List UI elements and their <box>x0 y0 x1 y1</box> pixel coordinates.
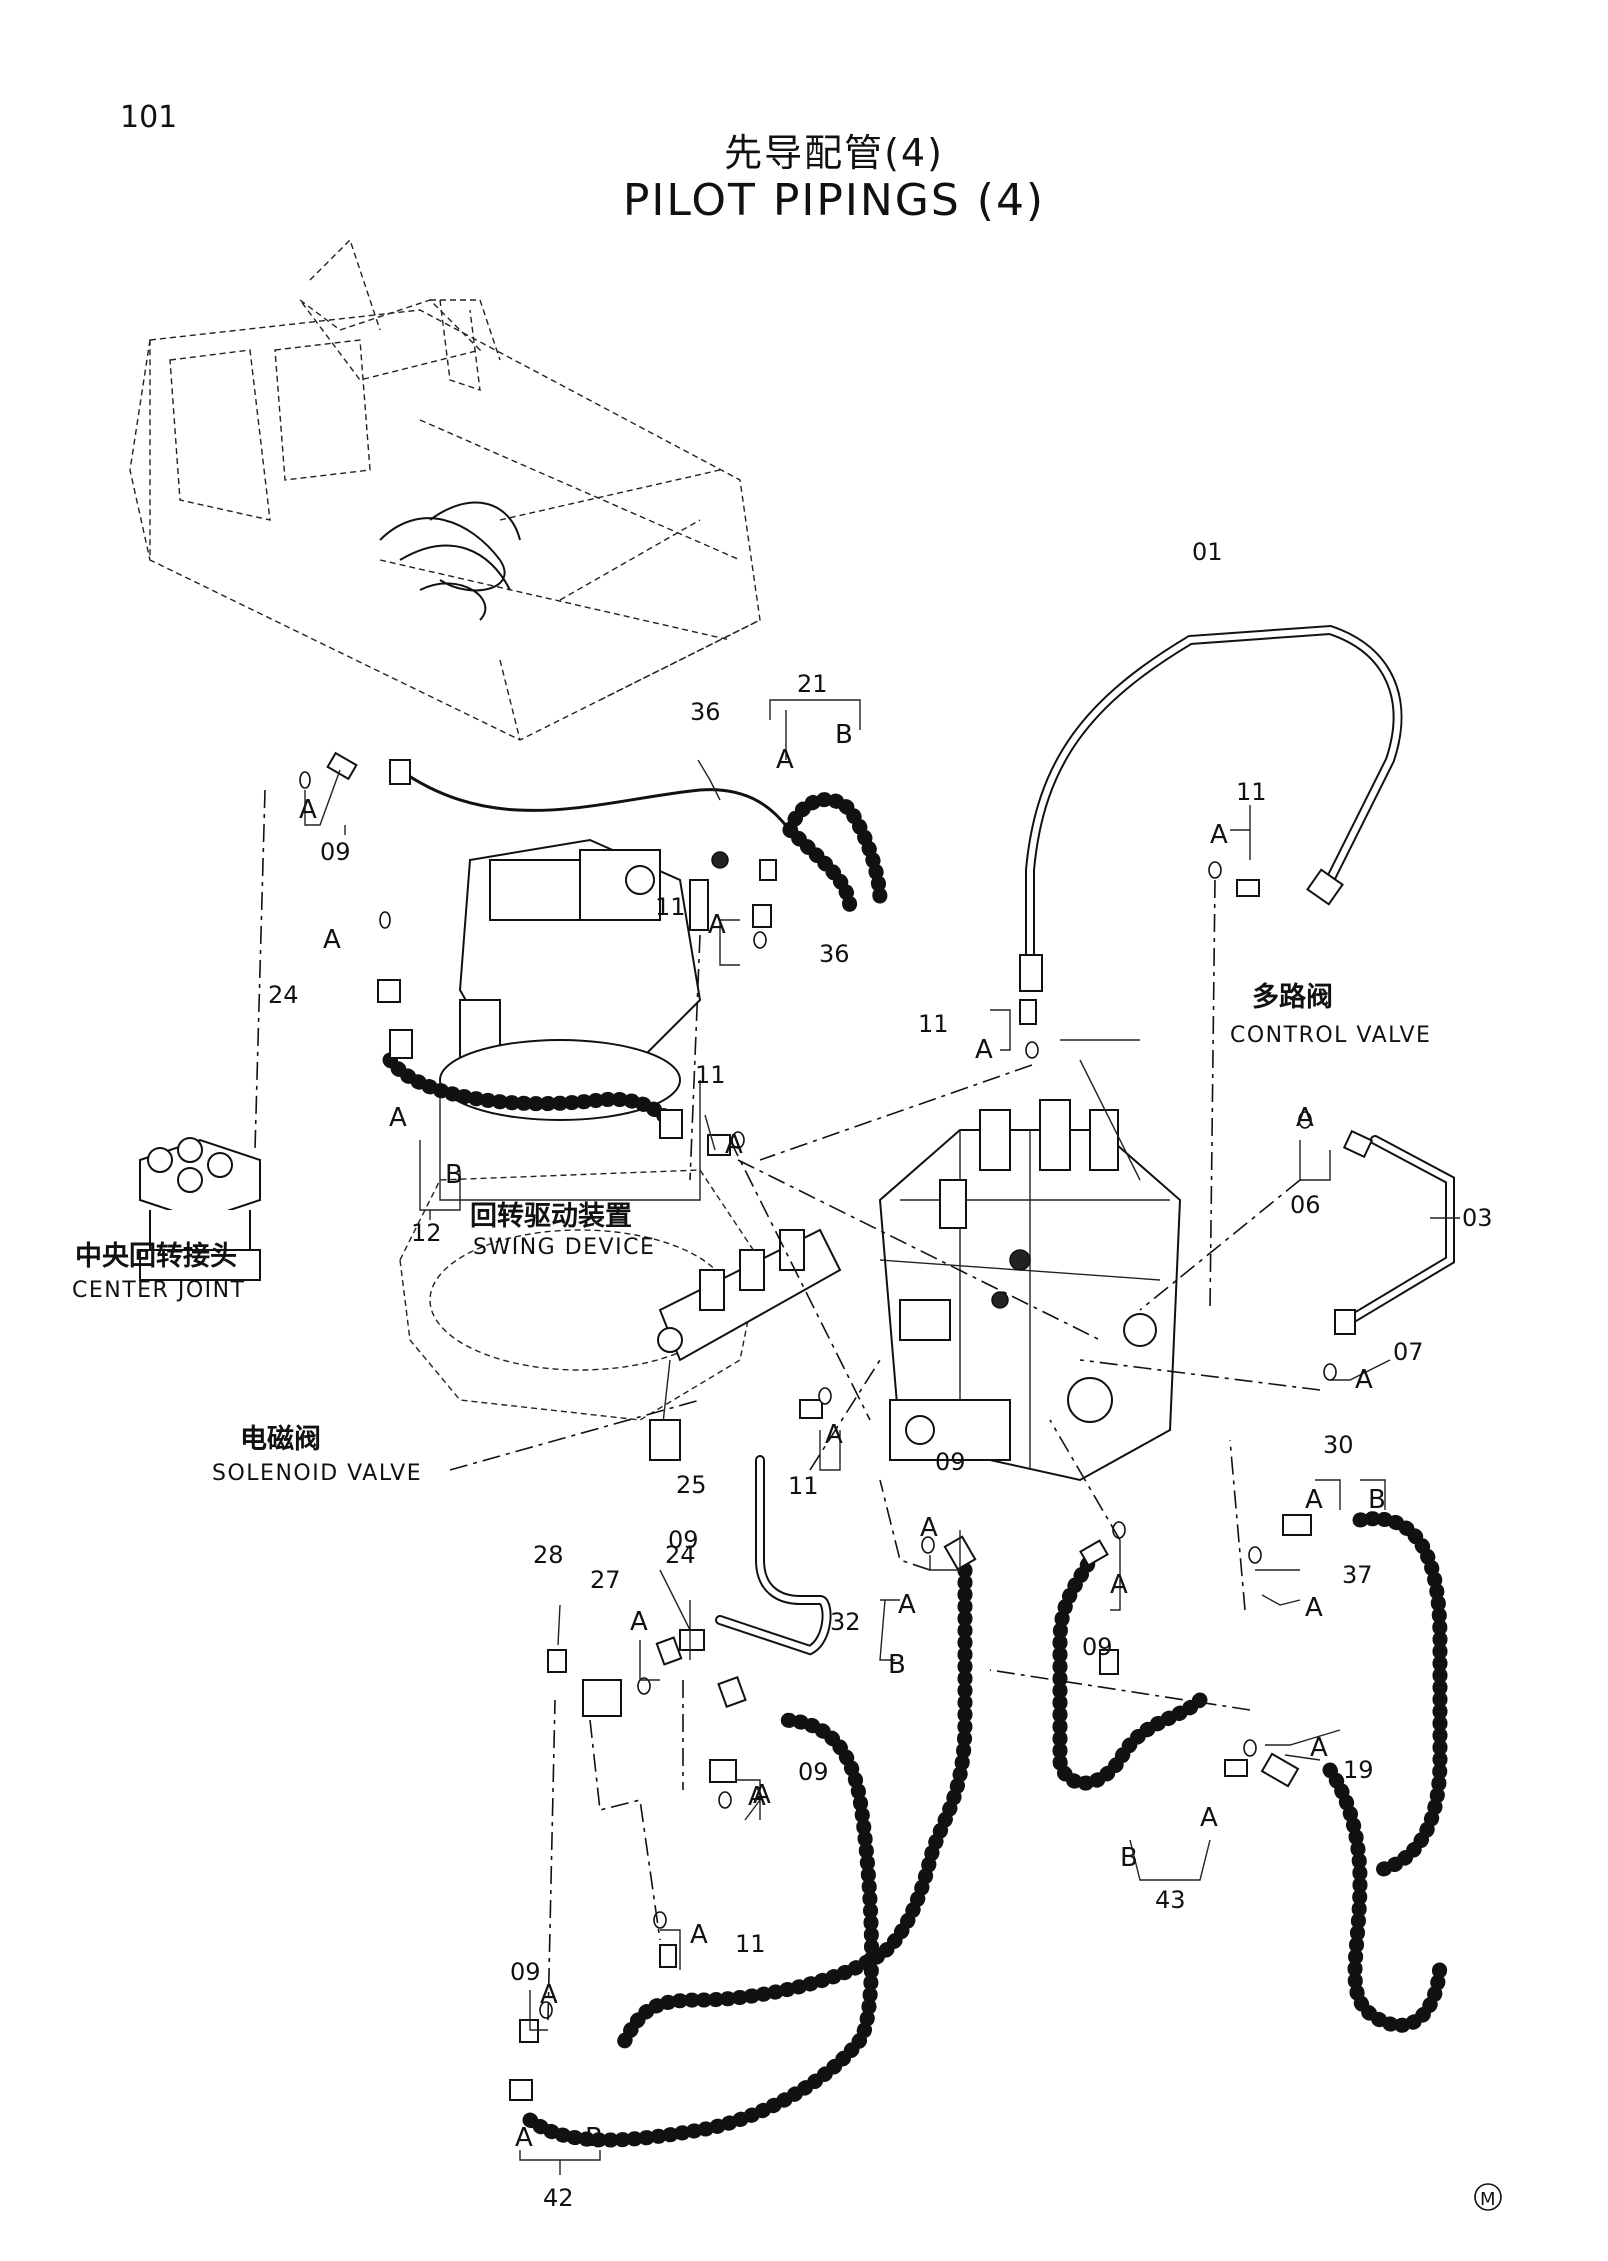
callout-27: 27 <box>590 1566 621 1594</box>
callout-numbers: 01 03 06 07 09 09 09 09 09 09 11 11 11 1… <box>268 538 1493 2212</box>
letter-a: A <box>825 1420 843 1450</box>
callout-09-right: 09 <box>1082 1633 1113 1661</box>
letter-b: B <box>585 2123 603 2153</box>
letter-a: A <box>1310 1733 1328 1763</box>
letter-a: A <box>299 795 317 825</box>
callout-09-center-joint: 09 <box>320 838 351 866</box>
callout-11-swing-top: 11 <box>655 893 686 921</box>
callout-03: 03 <box>1462 1204 1493 1232</box>
letter-a: A <box>389 1103 407 1133</box>
callout-09-extra: 09 <box>668 1526 699 1554</box>
letter-a: A <box>1200 1803 1218 1833</box>
letter-a: A <box>515 2123 533 2153</box>
callout-11-lower: 11 <box>735 1930 766 1958</box>
hose-group <box>382 768 1455 2148</box>
callout-09-bottom: 09 <box>510 1958 541 1986</box>
callout-09-control: 09 <box>935 1448 966 1476</box>
title-english: PILOT PIPINGS (4) <box>622 175 1046 226</box>
center-joint-label-en: CENTER JOINT <box>72 1278 246 1303</box>
callout-43: 43 <box>1155 1886 1186 1914</box>
pipe-01 <box>1019 624 1403 992</box>
callout-12: 12 <box>411 1219 442 1247</box>
letter-a: A <box>920 1513 938 1543</box>
callout-09-mid: 09 <box>798 1758 829 1786</box>
letter-a: A <box>690 1920 708 1950</box>
solenoid-valve-body <box>649 1228 842 1461</box>
callout-07: 07 <box>1393 1338 1424 1366</box>
letter-a: A <box>753 1780 771 1810</box>
callout-24-lower: 24 <box>665 1541 696 1569</box>
control-valve-label-en: CONTROL VALVE <box>1230 1023 1431 1048</box>
letter-a: A <box>898 1590 916 1620</box>
letter-a: A <box>323 925 341 955</box>
control-valve-label-cn: 多路阀 <box>1252 981 1333 1013</box>
callout-11-swing: 11 <box>695 1061 726 1089</box>
connection-letters: A A B A A A A A A B A A A A A A B A A A … <box>299 720 1386 2153</box>
callout-21: 21 <box>797 670 828 698</box>
callout-30: 30 <box>1323 1431 1354 1459</box>
letter-a-2: A <box>748 1782 766 1812</box>
letter-a: A <box>1296 1103 1314 1133</box>
letter-a: A <box>1355 1365 1373 1395</box>
title-chinese: 先导配管(4) <box>724 131 944 175</box>
callout-36-top: 36 <box>690 698 721 726</box>
callout-25: 25 <box>676 1471 707 1499</box>
callout-19: 19 <box>1343 1756 1374 1784</box>
swing-device-label-en: SWING DEVICE <box>473 1235 655 1260</box>
callout-11-solenoid: 11 <box>788 1472 819 1500</box>
letter-b: B <box>888 1650 906 1680</box>
letter-b: B <box>1120 1843 1138 1873</box>
callout-11-pipe: 11 <box>918 1010 949 1038</box>
center-joint-label-cn: 中央回转接头 <box>75 1241 237 1272</box>
leader-lines <box>254 699 1460 2175</box>
letter-b: B <box>445 1160 463 1190</box>
callout-11-upper-right: 11 <box>1236 778 1267 806</box>
letter-a: A <box>1110 1570 1128 1600</box>
callout-32: 32 <box>830 1608 861 1636</box>
fittings <box>326 751 1374 2101</box>
callout-28: 28 <box>533 1541 564 1569</box>
letter-a: A <box>776 745 794 775</box>
swing-device-label-cn: 回转驱动装置 <box>470 1201 632 1232</box>
letter-a: A <box>1305 1485 1323 1515</box>
page-number: 101 <box>120 100 178 135</box>
letter-a: A <box>975 1035 993 1065</box>
solenoid-valve-label-cn: 电磁阀 <box>240 1424 321 1455</box>
letter-a: A <box>630 1607 648 1637</box>
callout-06: 06 <box>1290 1191 1321 1219</box>
callout-01: 01 <box>1192 538 1223 566</box>
mark-letter: M <box>1480 2189 1496 2210</box>
letter-b: B <box>835 720 853 750</box>
letter-a: A <box>1210 820 1228 850</box>
callout-24-swing: 24 <box>268 981 299 1009</box>
letter-a: A <box>540 1980 558 2010</box>
letter-a: A <box>708 910 726 940</box>
manufacturer-mark: M <box>1474 2183 1502 2211</box>
callout-37: 37 <box>1342 1561 1373 1589</box>
center-joint-body <box>139 1137 261 1281</box>
letter-b: B <box>1368 1485 1386 1515</box>
component-labels: 多路阀 CONTROL VALVE 回转驱动装置 SWING DEVICE 中央… <box>72 981 1431 1486</box>
control-valve-body <box>878 1099 1182 1482</box>
callout-42: 42 <box>543 2184 574 2212</box>
wiring-harness <box>379 501 521 621</box>
solenoid-valve-label-en: SOLENOID VALVE <box>212 1461 422 1486</box>
letter-a: A <box>725 1130 743 1160</box>
letter-a: A <box>1305 1593 1323 1623</box>
callout-36-bottom: 36 <box>819 940 850 968</box>
excavator-illustration <box>129 238 761 741</box>
